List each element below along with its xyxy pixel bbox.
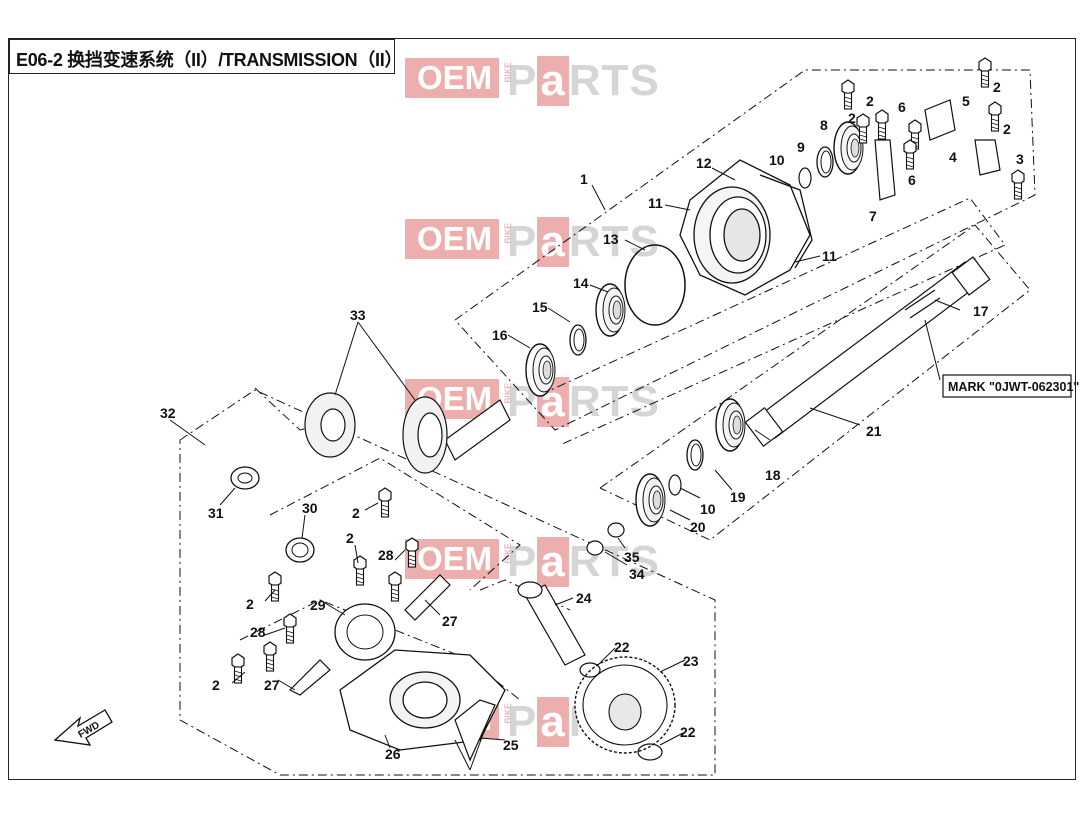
callout-21: 21 — [866, 423, 882, 439]
callout-6-a: 6 — [898, 99, 906, 115]
callout-31: 31 — [208, 505, 224, 521]
fwd-label: FWD — [76, 720, 101, 741]
callout-24: 24 — [576, 590, 592, 606]
callout-2-g: 2 — [246, 596, 254, 612]
callout-3: 3 — [1016, 151, 1024, 167]
callout-26: 26 — [385, 746, 401, 762]
callout-2-f: 2 — [346, 530, 354, 546]
callout-22-b: 22 — [680, 724, 696, 740]
callout-4: 4 — [949, 149, 957, 165]
callout-10-b: 10 — [700, 501, 716, 517]
title-box: E06-2 换挡变速系统（II）/TRANSMISSION（II） — [9, 39, 402, 74]
callout-22-a: 22 — [614, 639, 630, 655]
callout-20: 20 — [690, 519, 706, 535]
callout-33: 33 — [350, 307, 366, 323]
callout-5: 5 — [962, 93, 970, 109]
callout-18: 18 — [765, 467, 781, 483]
callout-2-b: 2 — [848, 110, 856, 126]
callout-7: 7 — [869, 208, 877, 224]
callout-2-h: 2 — [212, 677, 220, 693]
callout-28-a: 28 — [378, 547, 394, 563]
mark-label-box — [942, 374, 1072, 398]
callout-13: 13 — [603, 231, 619, 247]
callout-32: 32 — [160, 405, 176, 421]
watermark-1: OEM BIKE PaRTS — [405, 56, 695, 106]
callout-2-d: 2 — [1003, 121, 1011, 137]
callouts: 1 2 2 2 2 2 2 2 2 3 4 5 6 6 7 8 9 10 10 … — [160, 79, 1024, 762]
watermark-4: OEM BIKE PaRTS — [405, 537, 695, 587]
page-title: E06-2 换挡变速系统（II）/TRANSMISSION（II） — [16, 50, 403, 70]
callout-15: 15 — [532, 299, 548, 315]
callout-17: 17 — [973, 303, 989, 319]
callout-28-b: 28 — [250, 624, 266, 640]
callout-30: 30 — [302, 500, 318, 516]
callout-11-a: 11 — [648, 195, 663, 211]
callout-19: 19 — [730, 489, 746, 505]
callout-6-b: 6 — [908, 172, 916, 188]
callout-2-c: 2 — [993, 79, 1001, 95]
callout-9: 9 — [797, 139, 805, 155]
fwd-arrow-icon: FWD — [53, 709, 113, 746]
mark-label: MARK "0JWT-062301" — [948, 380, 1079, 394]
callout-25: 25 — [503, 737, 519, 753]
drawing-frame — [8, 38, 1076, 780]
callout-23: 23 — [683, 653, 699, 669]
callout-8: 8 — [820, 117, 828, 133]
callout-27-a: 27 — [442, 613, 458, 629]
callout-2-a: 2 — [866, 93, 874, 109]
watermark-2: OEM BIKE PaRTS — [405, 217, 695, 267]
callout-12: 12 — [696, 155, 712, 171]
callout-35: 35 — [624, 549, 640, 565]
callout-29: 29 — [310, 597, 326, 613]
callout-34: 34 — [629, 566, 645, 582]
callout-27-b: 27 — [264, 677, 280, 693]
callout-14: 14 — [573, 275, 589, 291]
callout-10-a: 10 — [769, 152, 785, 168]
callout-1: 1 — [580, 171, 588, 187]
callout-11-b: 11 — [822, 248, 837, 264]
callout-16: 16 — [492, 327, 508, 343]
callout-2-e: 2 — [352, 505, 360, 521]
